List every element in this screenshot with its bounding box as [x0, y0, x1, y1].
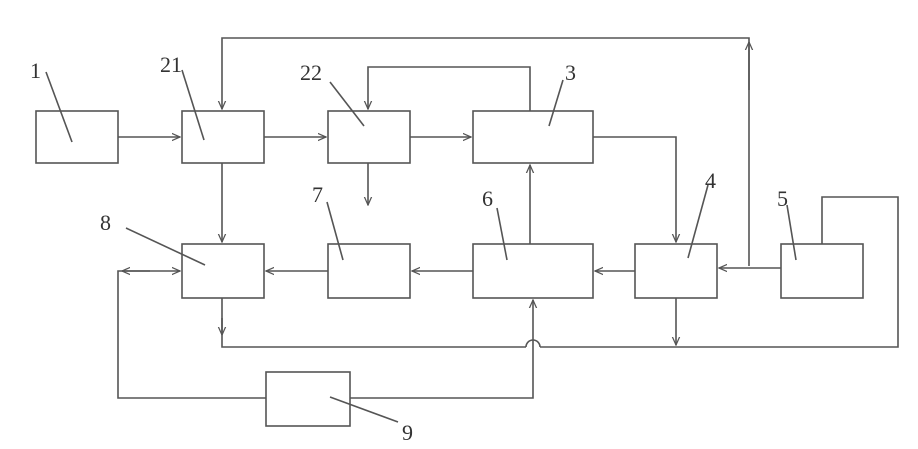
- block-3: [473, 111, 593, 163]
- arrow-3-to-22-top: [368, 67, 530, 111]
- block-21: [182, 111, 264, 163]
- label-4: 4: [705, 168, 716, 193]
- label-6: 6: [482, 186, 493, 211]
- block-22: [328, 111, 410, 163]
- arrow-9-to-6: [350, 300, 533, 398]
- block-8: [182, 244, 264, 298]
- block-5: [781, 244, 863, 298]
- label-7: 7: [312, 182, 323, 207]
- label-8: 8: [100, 210, 111, 235]
- block-6: [473, 244, 593, 298]
- block-4: [635, 244, 717, 298]
- label-9: 9: [402, 420, 413, 445]
- label-1: 1: [30, 58, 41, 83]
- label-5: 5: [777, 186, 788, 211]
- arrow-3-to-4: [593, 137, 676, 242]
- label-3: 3: [565, 60, 576, 85]
- label-22: 22: [300, 60, 322, 85]
- label-21: 21: [160, 52, 182, 77]
- line-loop-to-8: [222, 298, 526, 347]
- block-1: [36, 111, 118, 163]
